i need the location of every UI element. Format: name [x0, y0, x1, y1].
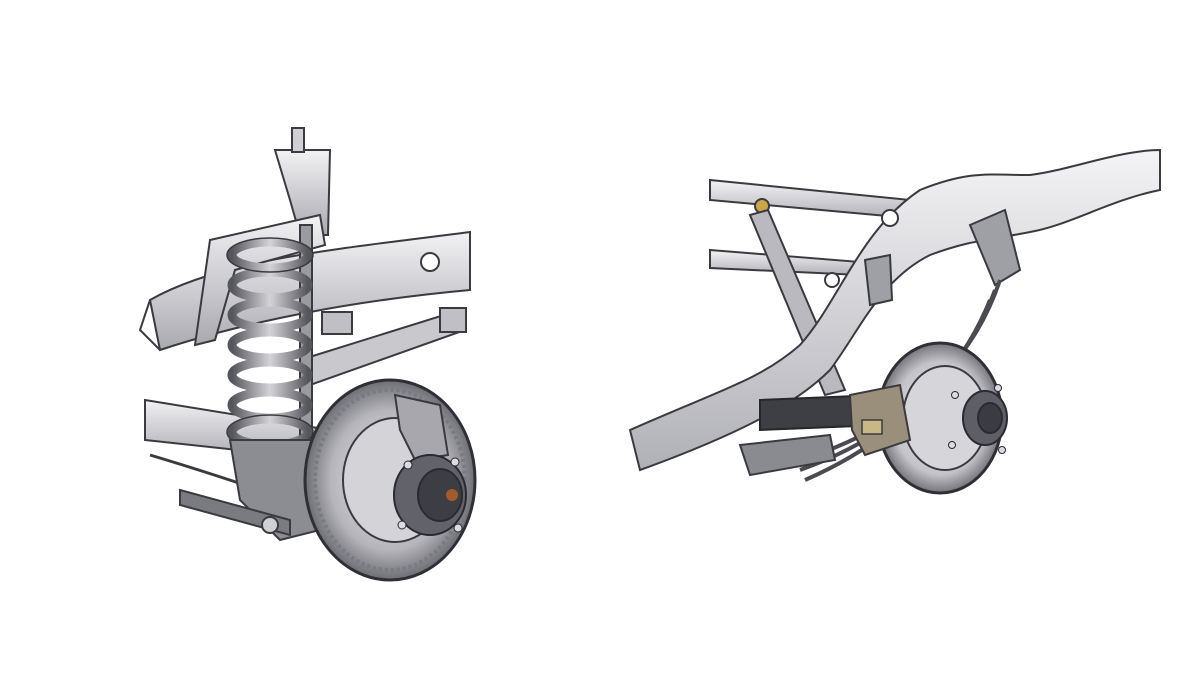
wheel-hub [393, 454, 467, 536]
brake-disc [876, 341, 1004, 495]
frame-rail [628, 148, 1161, 472]
front-suspension-illustration [138, 127, 477, 582]
steering-knuckle [179, 439, 321, 542]
control-arm [298, 307, 467, 387]
rear-suspension-drawing [628, 148, 1161, 495]
front-suspension-drawing [138, 127, 477, 582]
brake-caliper [848, 383, 912, 457]
spring-hanger [863, 208, 1022, 307]
wheel-hub [948, 384, 1008, 454]
rear-suspension-illustration [600, 0, 1200, 696]
